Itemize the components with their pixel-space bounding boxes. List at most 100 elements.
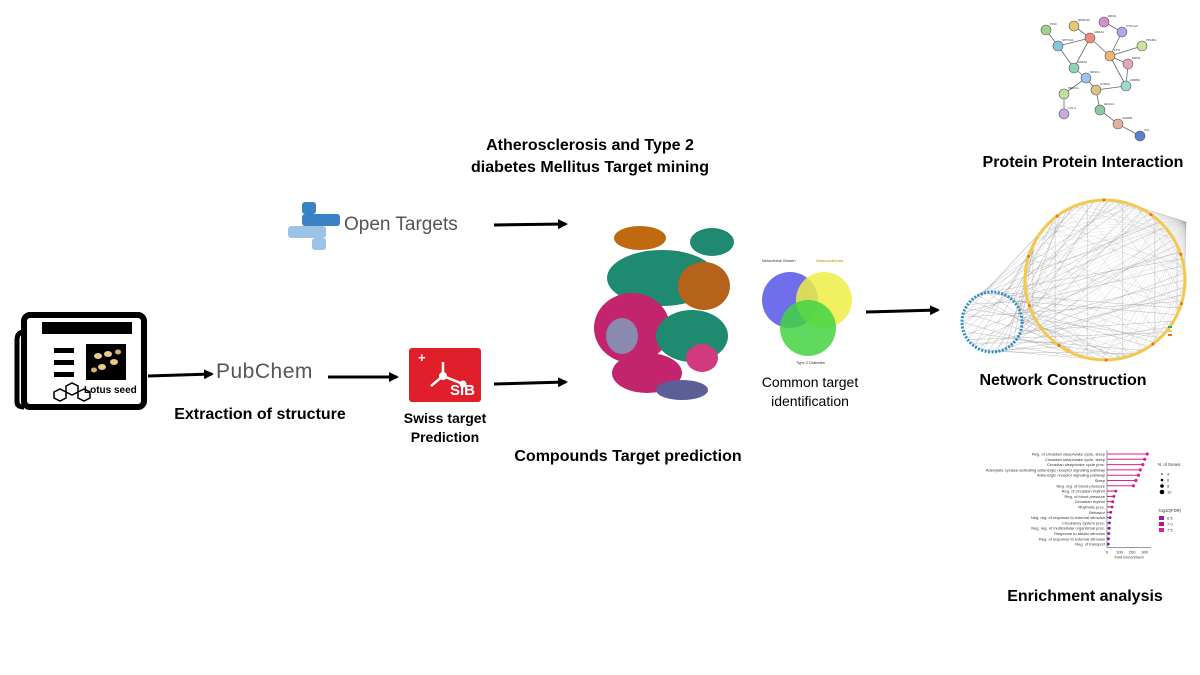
enrichment-point: [1138, 468, 1142, 472]
molecule-icon: [53, 382, 91, 402]
enrichment-point: [1111, 500, 1115, 504]
enrichment-term-label: Neg. reg. of multicellular organismal pr…: [1031, 526, 1105, 531]
open-targets-text: Open Targets: [344, 214, 458, 235]
venn-svg: [762, 272, 852, 356]
network-construction: [950, 196, 1190, 362]
venn-set-c: Type 2 Diabetes: [796, 360, 825, 365]
enrichment-term-label: Neg. reg. of blood pressure: [1057, 483, 1106, 488]
ppi-node-label: FTO: [1114, 48, 1121, 52]
enrichment-chart-svg: Reg. of circadian sleep/wake cycle, slee…: [986, 450, 1182, 559]
enrichment-point: [1112, 495, 1116, 498]
enrichment-term-label: Rhythmic proc.: [1078, 505, 1105, 510]
enrichment-point: [1134, 478, 1138, 483]
ppi-label: Protein Protein Interaction: [982, 154, 1184, 171]
legend-color-title: -log10(FDR): [1158, 508, 1182, 513]
enrichment-term-label: Reg. of blood pressure: [1065, 494, 1106, 499]
common-target-label: Common target identification: [761, 374, 859, 409]
enrichment-x-tick: 0: [1106, 549, 1109, 554]
legend-color-swatch: [1159, 528, 1164, 532]
ppi-node-label: VCL: [1144, 128, 1150, 132]
enrichment-term-label: Sleep: [1095, 478, 1106, 483]
network-hub-node: [1179, 252, 1183, 256]
enrichment-point: [1145, 452, 1149, 456]
swiss-target-label: Swiss target Prediction: [403, 410, 487, 445]
ppi-node: [1084, 32, 1096, 44]
enrichment-x-tick: 200: [1129, 549, 1136, 554]
sib-network-icon: +: [418, 350, 467, 388]
venn-set-a: Nelumbinis Semen: [762, 258, 796, 263]
enrichment-term-label: Reg. of response to external stimulus: [1039, 536, 1105, 541]
ppi-node: [1058, 108, 1070, 120]
enrichment-chart: Reg. of circadian sleep/wake cycle, slee…: [955, 446, 1195, 566]
ppi-node: [1134, 130, 1146, 142]
ppi-node: [1122, 58, 1134, 70]
enrichment-point: [1108, 516, 1112, 519]
open-targets-icon: [288, 202, 340, 250]
ppi-node-label: PPARG: [1146, 38, 1157, 42]
network-legend-mark: [1168, 330, 1172, 332]
legend-size-label: 6: [1167, 478, 1170, 483]
enrichment-term-label: Reg. of transport: [1075, 542, 1106, 547]
ppi-node: [1040, 24, 1052, 36]
enrichment-point: [1108, 521, 1111, 525]
enrichment-point: [1110, 505, 1114, 509]
ppi-node: [1058, 88, 1070, 100]
ppi-node: [1112, 118, 1124, 130]
enrichment-point: [1141, 463, 1145, 467]
legend-size-dot: [1160, 484, 1164, 488]
lotus-seed-label: Lotus seed: [84, 385, 137, 396]
legend-size-label: 10: [1167, 490, 1172, 495]
network-ring-small: [960, 290, 1024, 354]
venn-set-b: Atherosclerosis: [816, 258, 844, 263]
network-hub-node: [1055, 214, 1059, 218]
enrichment-term-label: Circadian sleep/wake cycle, sleep: [1045, 457, 1106, 462]
enrichment-term-label: Circadian rhythm: [1075, 499, 1106, 504]
ppi-node: [1120, 80, 1132, 92]
network-label: Network Construction: [979, 372, 1147, 389]
enrichment-label: Enrichment analysis: [1007, 588, 1163, 605]
enrichment-point: [1114, 489, 1118, 493]
arrow-opentargets-to-protein: [493, 219, 568, 230]
venn-diagram: Nelumbinis Semen Atherosclerosis Type 2 …: [760, 256, 860, 368]
enrichment-term-label: Behavior: [1089, 510, 1105, 515]
enrichment-x-tick: 100: [1116, 549, 1123, 554]
open-targets-logo: Open Targets: [286, 200, 476, 252]
network-hub-node: [1027, 304, 1031, 308]
legend-size-title: N. of Genes: [1158, 462, 1180, 467]
legend-size-dot: [1160, 478, 1164, 482]
legend-color-swatch: [1159, 516, 1164, 520]
legend-size-label: 4: [1167, 472, 1170, 477]
ppi-node-label: PRKCG: [1068, 86, 1079, 90]
ppi-node-label: RPRD1A: [1078, 18, 1090, 22]
enrichment-point: [1106, 542, 1110, 546]
protein-ribbon-image: [594, 226, 734, 400]
enrichment-term-label: Response to abiotic stimulus: [1054, 531, 1105, 536]
ppi-node: [1104, 50, 1116, 62]
network-hub-node: [1179, 302, 1183, 306]
ppi-node: [1094, 104, 1106, 116]
ppi-node-label: HTR2A: [1100, 82, 1110, 86]
ppi-node: [1068, 20, 1080, 32]
network-hub-node: [1102, 198, 1106, 202]
ppi-edge: [1109, 45, 1143, 57]
legend-color-label: 6.5: [1167, 516, 1173, 521]
enrichment-point: [1109, 510, 1113, 514]
enrichment-point: [1131, 484, 1135, 488]
enrichment-point: [1136, 473, 1141, 477]
ppi-node-label: ADRB2: [1130, 78, 1140, 82]
ppi-node-label: PKM: [1050, 22, 1057, 26]
pubchem-logo: PubChem: [216, 360, 326, 394]
enrichment-term-label: Circadian sleep/wake cycle proc.: [1047, 462, 1105, 467]
pubchem-text: PubChem: [216, 360, 313, 383]
legend-size-dot: [1159, 489, 1165, 495]
protein-structure: [592, 218, 742, 406]
enrichment-term-label: Circulatory system proc.: [1062, 520, 1105, 525]
network-hub-node: [1057, 343, 1061, 347]
legend-color-label: 7.0: [1167, 522, 1173, 527]
network-hub-node: [1104, 358, 1108, 362]
ppi-node-label: CYP1A2: [1126, 24, 1138, 28]
ppi-node-label: DRD3: [1132, 56, 1140, 60]
ppi-node-label: DRD2: [1108, 14, 1116, 18]
network-legend-mark: [1168, 326, 1172, 328]
